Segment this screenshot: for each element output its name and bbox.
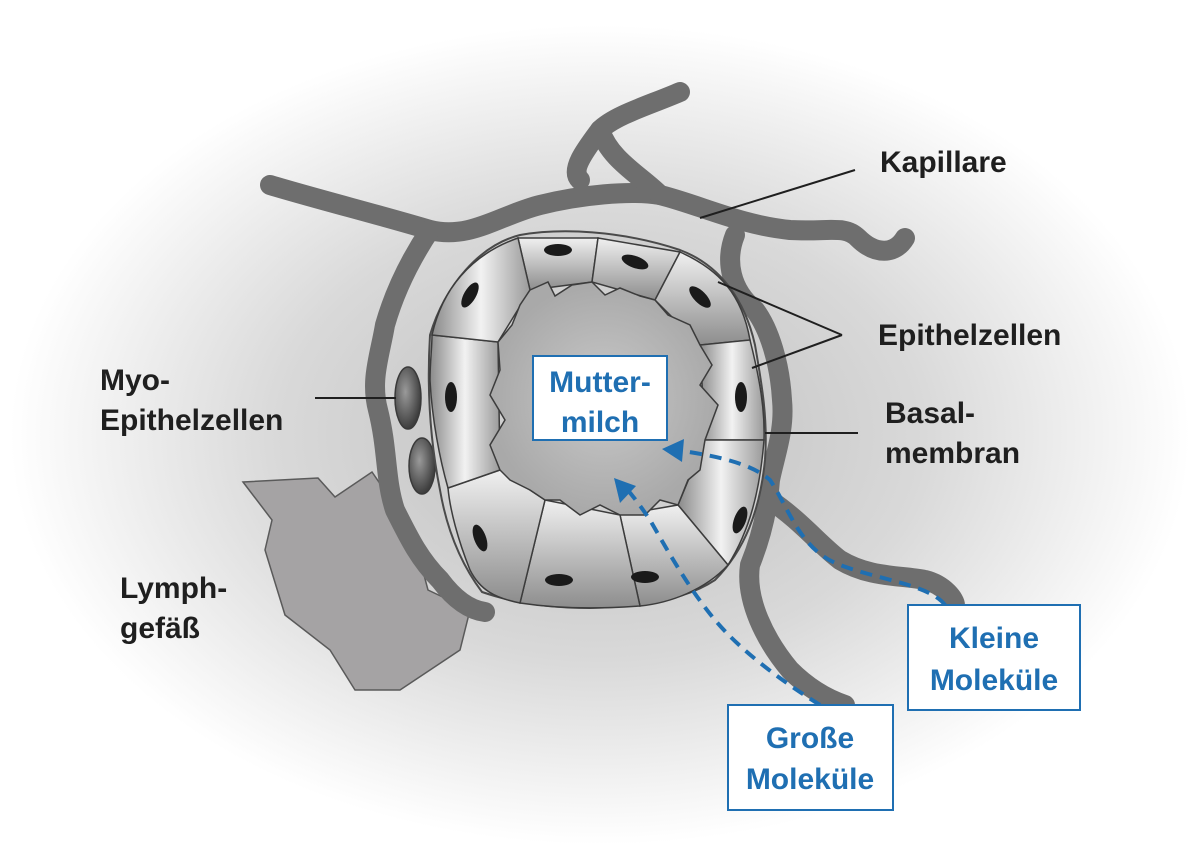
kleine-molekuele-line2: Moleküle	[930, 664, 1058, 697]
grosse-molekuele-line2: Moleküle	[746, 763, 874, 796]
myoepithelzellen-label-line1: Myo-	[100, 364, 170, 397]
grosse-molekuele-box	[727, 704, 894, 811]
lymphgefaess-label-line2: gefäß	[120, 612, 200, 645]
capillary-left	[365, 220, 495, 622]
large-molecules-arrowhead	[614, 478, 636, 503]
cell-nucleus	[621, 254, 649, 270]
cell-nucleus	[461, 282, 479, 308]
kleine-molekuele-line1: Kleine	[949, 622, 1039, 655]
muttermilch-box	[532, 355, 668, 441]
cell-nucleus	[732, 506, 748, 534]
nuclei	[445, 244, 748, 586]
cell-nucleus	[545, 574, 573, 586]
basalmembran-label-line2: membran	[885, 437, 1020, 470]
basalmembran-label-line1: Basal-	[885, 397, 975, 430]
epithelial-cell	[429, 334, 501, 489]
small-molecules-arrow	[675, 448, 947, 607]
small-molecules-arrowhead	[662, 439, 684, 462]
transport-arrows	[624, 448, 947, 707]
epithelial-cell	[431, 237, 531, 343]
cell-nucleus	[472, 524, 488, 552]
myoepithelzellen-label-line2: Epithelzellen	[100, 404, 283, 437]
cell-nucleus	[445, 382, 457, 412]
muttermilch-label-line1: Mutter-	[549, 366, 651, 399]
grosse-molekuele-line1: Große	[766, 722, 854, 755]
epithelial-ring	[429, 237, 765, 609]
lymph-vessel	[241, 470, 471, 691]
kleine-molekuele-box	[907, 604, 1081, 711]
cell-nucleus	[735, 382, 747, 412]
muttermilch-label-line2: milch	[561, 406, 639, 439]
cell-nucleus	[689, 286, 711, 308]
capillary-branch-right	[760, 490, 965, 615]
leader-lines	[315, 169, 858, 434]
kapillare-leader-line	[699, 169, 856, 219]
lymphgefaess-label-line1: Lymph-	[120, 572, 227, 605]
cell-nucleus	[631, 571, 659, 583]
capillary-network	[260, 82, 965, 715]
capillary-branch-small	[566, 120, 610, 190]
large-molecules-arrow	[624, 486, 822, 707]
capillary-top	[260, 175, 915, 261]
kapillare-label: Kapillare	[880, 146, 1007, 179]
myoepithelial-cell	[408, 437, 436, 495]
epithelzellen-leader-line-2	[751, 334, 843, 369]
epithelial-cell	[447, 469, 546, 604]
cell-nucleus	[544, 244, 572, 256]
epithelzellen-leader-line-1	[717, 281, 843, 336]
myoepithelial-cell	[394, 366, 422, 430]
epithelzellen-label: Epithelzellen	[878, 319, 1061, 352]
